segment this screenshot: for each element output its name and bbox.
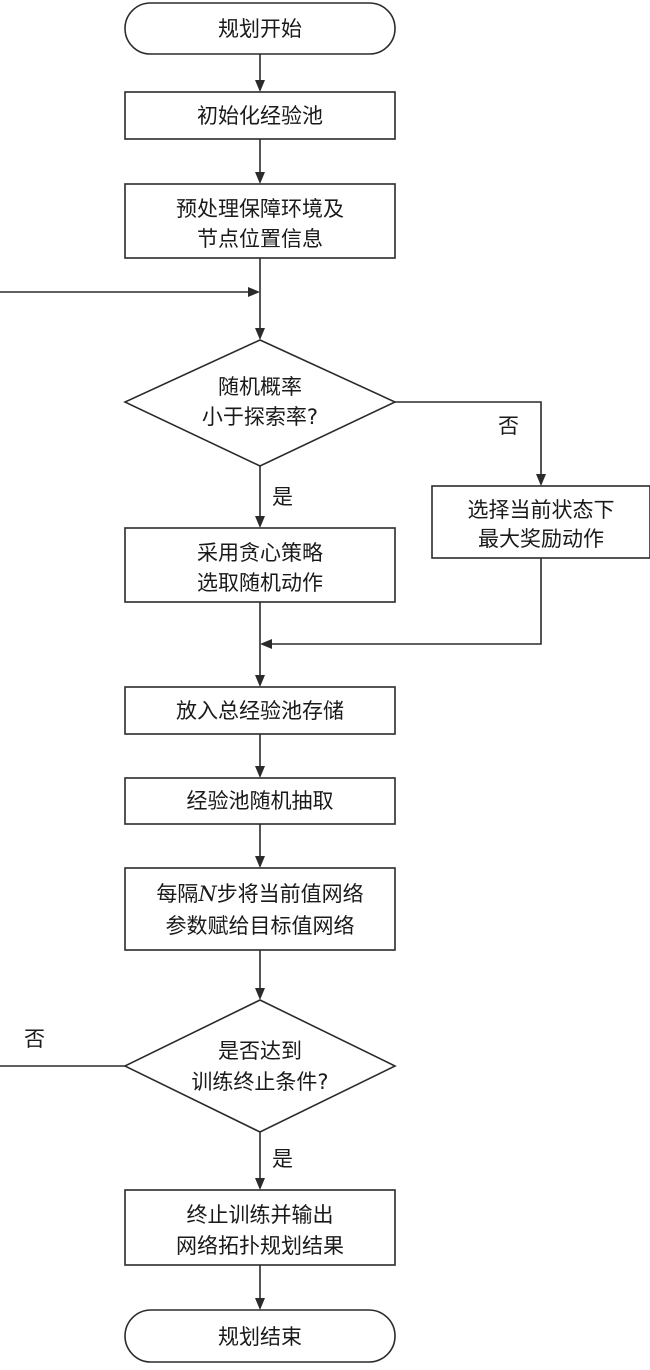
terminate-decision-line2: 训练终止条件? [191,1070,328,1094]
greedy-action-box [124,527,396,603]
max-reward-action-box [431,485,650,559]
arrowhead-right-loop-return [248,287,260,297]
store-pool-node: 放入总经验池存储 [124,686,396,735]
terminate-yes-label: 是 [272,1147,293,1171]
arrowhead-down-sample [255,766,265,778]
explore-decision-line1: 随机概率 [218,375,302,399]
arrowhead-down-maxreward [536,474,546,486]
arrowhead-down-decision-explore [255,328,265,340]
arrowheads [248,80,546,1310]
max-reward-action-line1: 选择当前状态下 [468,498,615,522]
start-terminator [124,2,396,55]
explore-no-label: 否 [498,414,519,438]
start-label: 规划开始 [218,17,302,41]
arrowhead-down-init [255,80,265,92]
greedy-action-line2: 选取随机动作 [197,571,323,595]
connectors [0,54,542,1302]
sync-network-line2: 参数赋给目标值网络 [166,914,355,938]
terminate-decision-line1: 是否达到 [218,1039,302,1063]
sync-network-prefix: 每隔 [156,882,198,906]
terminate-output-box [124,1189,396,1266]
connector-decision-no-branch [395,401,542,478]
preprocess-node: 预处理保障环境及 节点位置信息 [124,183,396,259]
explore-decision-line2: 小于探索率? [202,405,318,429]
greedy-action-line1: 采用贪心策略 [197,541,323,565]
branch-labels: 否 是 否 是 [24,414,519,1171]
arrowhead-down-sync [255,856,265,868]
sync-network-box [124,867,396,951]
explore-decision-diamond [123,339,397,467]
terminate-output-line2: 网络拓扑规划结果 [176,1234,344,1258]
arrowhead-down-end [255,1298,265,1310]
greedy-action-node: 采用贪心策略 选取随机动作 [124,527,396,603]
end-node: 规划结束 [124,1309,396,1363]
explore-decision-node: 随机概率 小于探索率? [123,339,397,467]
sync-network-line1: 每隔N步将当前值网络 [156,882,363,906]
terminate-no-label: 否 [24,1027,45,1051]
end-label: 规划结束 [218,1325,302,1349]
sample-pool-node: 经验池随机抽取 [124,777,396,825]
preprocess-box [124,183,396,259]
sync-network-variable: N [197,882,217,906]
explore-yes-label: 是 [272,485,293,509]
terminate-output-node: 终止训练并输出 网络拓扑规划结果 [124,1189,396,1266]
arrowhead-down-decision-terminate [255,988,265,1000]
start-node: 规划开始 [124,2,396,55]
sample-pool-box [124,777,396,825]
sync-network-suffix: 步将当前值网络 [217,882,364,906]
store-pool-label: 放入总经验池存储 [176,699,344,723]
init-pool-label: 初始化经验池 [197,104,323,128]
arrowhead-down-preprocess [255,172,265,184]
sample-pool-label: 经验池随机抽取 [187,789,334,813]
store-pool-box [124,686,396,735]
preprocess-label-line1: 预处理保障环境及 [176,197,344,221]
end-terminator [124,1309,396,1363]
sync-network-node: 每隔N步将当前值网络 参数赋给目标值网络 [124,867,396,951]
init-pool-node: 初始化经验池 [124,91,396,140]
arrowhead-down-greedy [255,516,265,528]
terminate-decision-node: 是否达到 训练终止条件? [123,999,397,1133]
terminate-decision-diamond [123,999,397,1133]
preprocess-label-line2: 节点位置信息 [197,227,323,251]
max-reward-action-node: 选择当前状态下 最大奖励动作 [431,485,650,559]
arrowhead-left-merge [260,639,272,649]
arrowhead-down-store [255,675,265,687]
arrowhead-down-output [255,1178,265,1190]
max-reward-action-line2: 最大奖励动作 [478,527,604,551]
connector-maxreward-merge [272,558,542,645]
terminate-output-line1: 终止训练并输出 [187,1203,334,1227]
init-pool-box [124,91,396,140]
